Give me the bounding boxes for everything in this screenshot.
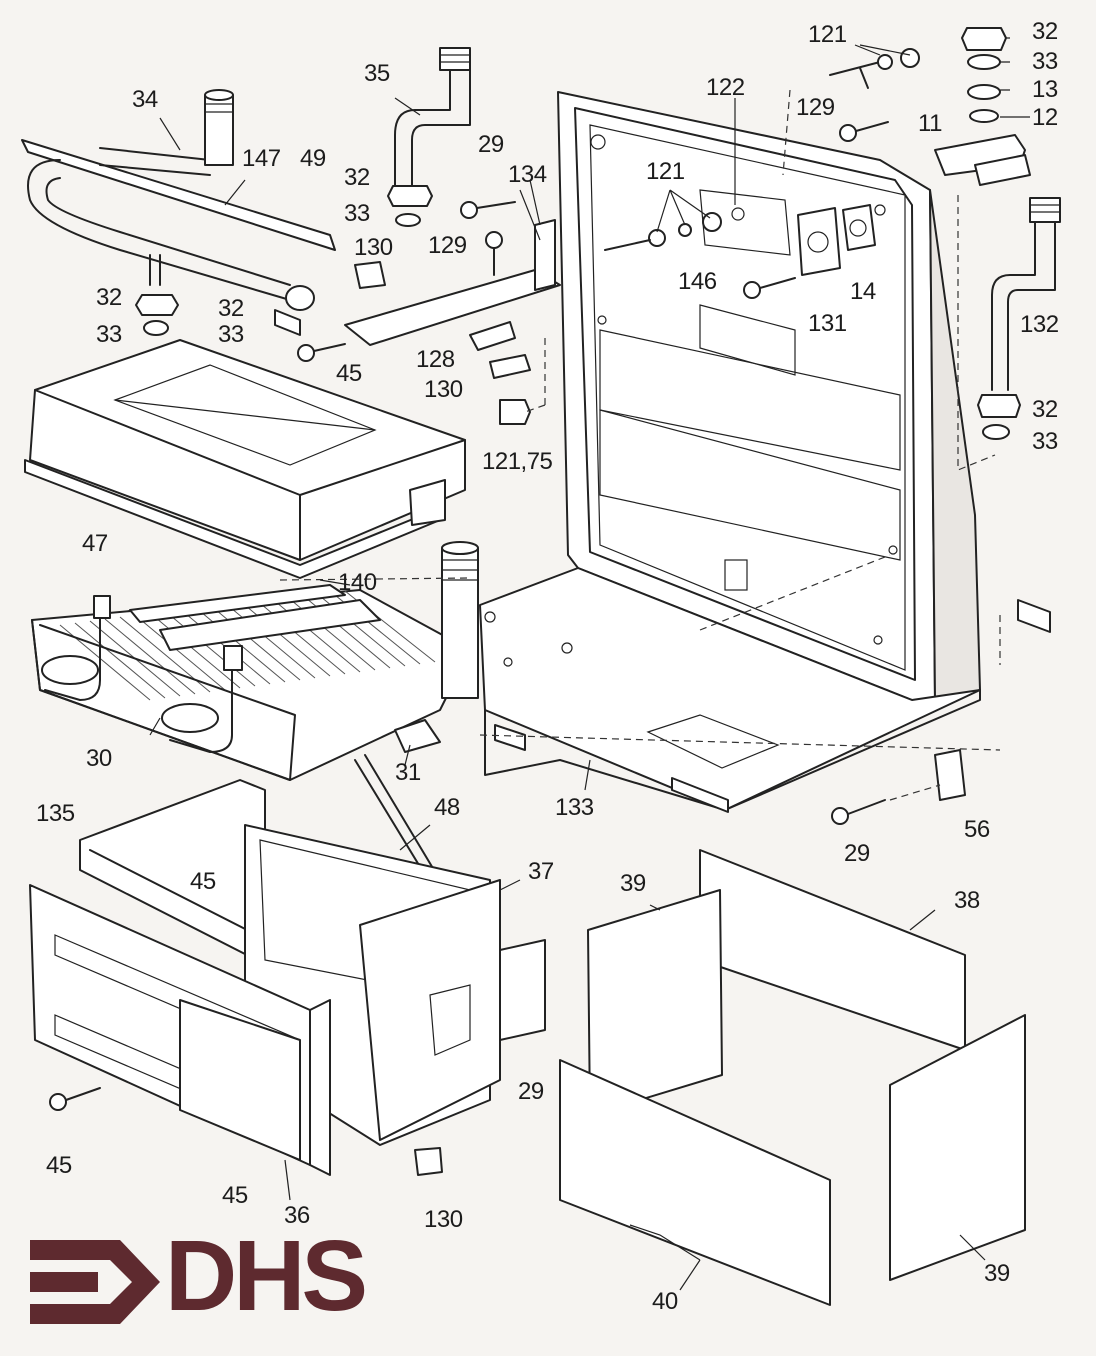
callout-134: 134 — [508, 161, 547, 188]
callout-35: 35 — [364, 60, 390, 87]
callout-32: 32 — [1032, 396, 1058, 423]
callout-146: 146 — [678, 268, 717, 295]
callout-33: 33 — [96, 321, 122, 348]
callout-45: 45 — [336, 360, 362, 387]
callout-147: 147 — [242, 145, 281, 172]
callout-47: 47 — [82, 530, 108, 557]
callout-38: 38 — [954, 887, 980, 914]
callout-31: 31 — [395, 759, 421, 786]
callout-30: 30 — [86, 745, 112, 772]
pipe-assembly — [21, 89, 336, 336]
callout-49: 49 — [300, 145, 326, 172]
elbow-pipe-35 — [394, 47, 471, 186]
callout-29: 29 — [478, 131, 504, 158]
callout-40: 40 — [652, 1288, 678, 1315]
elbow-pipe-132 — [991, 197, 1061, 391]
assembly-lines — [279, 89, 1001, 801]
heat-exchanger — [31, 541, 479, 781]
callout-29: 29 — [844, 840, 870, 867]
callout-34: 34 — [132, 86, 158, 113]
brackets-clips — [344, 219, 1051, 1176]
callout-130: 130 — [424, 376, 463, 403]
callout-33: 33 — [344, 200, 370, 227]
callout-128: 128 — [416, 346, 455, 373]
combustion-chamber — [29, 779, 546, 1176]
callout-132: 132 — [1020, 311, 1059, 338]
callout-13: 13 — [1032, 76, 1058, 103]
callout-45: 45 — [190, 868, 216, 895]
callout-133: 133 — [555, 794, 594, 821]
callout-121: 121 — [808, 21, 847, 48]
dhs-logo: DHS — [165, 1220, 368, 1332]
dhs-logo-arrow — [30, 1240, 160, 1324]
callout-12: 12 — [1032, 104, 1058, 131]
callout-leaders — [149, 37, 1030, 1291]
callout-122: 122 — [706, 74, 745, 101]
flue-hood — [24, 339, 466, 579]
callout-131: 131 — [808, 310, 847, 337]
callout-33: 33 — [1032, 48, 1058, 75]
callout-56: 56 — [964, 816, 990, 843]
callout-129: 129 — [796, 94, 835, 121]
callout-121-75: 121,75 — [482, 448, 553, 475]
callout-129: 129 — [428, 232, 467, 259]
callout-140: 140 — [338, 569, 377, 596]
callout-135: 135 — [36, 800, 75, 827]
callout-32: 32 — [1032, 18, 1058, 45]
callout-33: 33 — [1032, 428, 1058, 455]
callout-32: 32 — [218, 295, 244, 322]
callout-48: 48 — [434, 794, 460, 821]
nuts-washers — [135, 27, 1021, 440]
brackets — [699, 134, 1031, 276]
callout-37: 37 — [528, 858, 554, 885]
callout-33: 33 — [218, 321, 244, 348]
callout-32: 32 — [344, 164, 370, 191]
callout-29: 29 — [518, 1078, 544, 1105]
back-panel-chassis — [479, 91, 981, 813]
callout-39: 39 — [984, 1260, 1010, 1287]
callout-130: 130 — [424, 1206, 463, 1233]
callout-45: 45 — [46, 1152, 72, 1179]
callout-121: 121 — [646, 158, 685, 185]
callout-130: 130 — [354, 234, 393, 261]
insulation-panels — [559, 849, 1026, 1306]
callout-36: 36 — [284, 1202, 310, 1229]
callout-11: 11 — [918, 110, 942, 137]
callout-39: 39 — [620, 870, 646, 897]
callout-14: 14 — [850, 278, 876, 305]
callout-32: 32 — [96, 284, 122, 311]
callout-45: 45 — [222, 1182, 248, 1209]
